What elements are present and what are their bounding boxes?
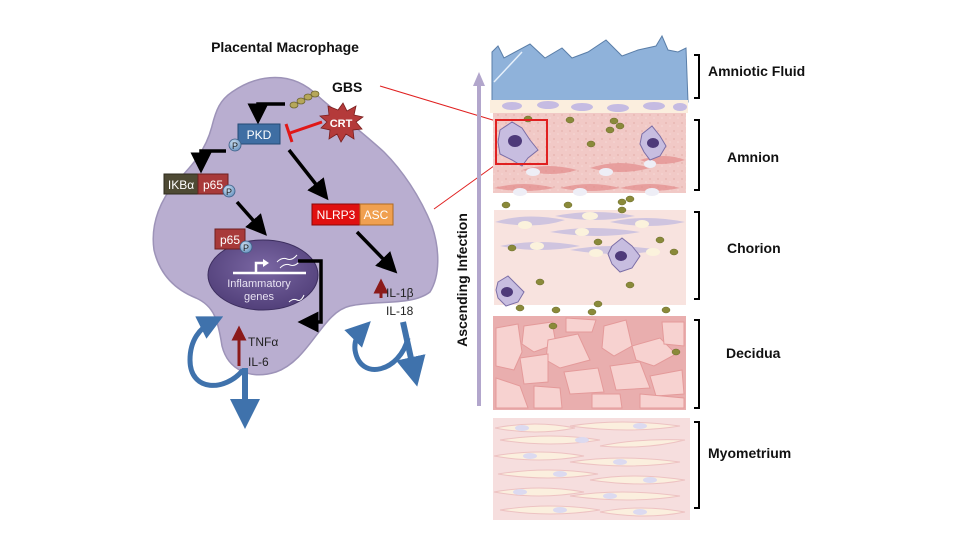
bracket-amniotic-fluid: [694, 54, 700, 99]
decidua-cells: [495, 317, 685, 409]
zoom-connector-bottom: [433, 162, 499, 210]
cytokine-il6: IL-6: [248, 355, 269, 369]
p65-complex-label: p65: [203, 178, 223, 192]
label-decidua: Decidua: [726, 345, 781, 361]
amnion-nuclei: [513, 160, 659, 196]
nuclear-p65-box: [214, 228, 246, 250]
zoom-connector-top: [379, 85, 497, 122]
label-myometrium: Myometrium: [708, 445, 791, 461]
autocrine-arrow-left-icon: [187, 316, 245, 388]
zoom-highlight-box: [495, 119, 548, 165]
asc-label: ASC: [364, 208, 389, 222]
macrophage-title: Placental Macrophage: [211, 39, 359, 55]
secretion-arrow-right-icon: [396, 321, 426, 387]
tissue-macrophage-chorion-1: [607, 237, 641, 273]
phospho-p65-icon: [222, 184, 236, 198]
arrow-pkd-to-nlrp3: [287, 148, 329, 201]
label-amniotic-fluid: Amniotic Fluid: [708, 63, 805, 79]
ikb-label: IKBα: [168, 178, 194, 192]
tissue-macrophage-amnion-2: [639, 125, 667, 161]
nucleus-label-1: Inflammatory: [227, 278, 291, 290]
nuclear-p65-label: p65: [220, 233, 240, 247]
bracket-amnion: [694, 119, 700, 191]
nlrp3-label: NLRP3: [317, 208, 356, 222]
tissue-macrophage-amnion-1: [497, 121, 539, 167]
epithelial-cells: [502, 101, 687, 112]
phospho-pkd-label: P: [232, 141, 238, 151]
ascending-arrowhead-icon: [473, 72, 485, 86]
label-amnion: Amnion: [727, 149, 779, 165]
transcription-start-icon: [254, 261, 264, 273]
phospho-pkd-icon: [228, 138, 242, 152]
bracket-myometrium: [694, 421, 700, 509]
bracket-chorion: [694, 211, 700, 300]
tissue-gbs-bacteria: [501, 115, 681, 356]
cytokine-il18: IL-18: [386, 304, 414, 318]
inhibition-bar: [284, 123, 294, 143]
cytokine-il1b: IL-1β: [386, 286, 414, 300]
chorion-trophoblasts: [495, 212, 685, 254]
tissue-macrophage-chorion-2: [495, 275, 525, 307]
nucleus: [207, 239, 319, 311]
layer-amniotic-fluid: [491, 34, 689, 103]
mrna-icon-2: [288, 294, 305, 303]
label-chorion: Chorion: [727, 240, 781, 256]
autocrine-arrow-right-icon: [344, 321, 411, 372]
ascending-infection-label: Ascending Infection: [454, 213, 470, 347]
phospho-nuclear-label: P: [243, 243, 249, 253]
asc-box: [359, 203, 394, 226]
cytokine-tnfa: TNFα: [248, 335, 278, 349]
mrna-icon: [276, 254, 301, 269]
myometrium-nuclei: [513, 423, 657, 515]
macrophage-cell-body: [152, 76, 439, 376]
transcription-arrowhead: [263, 259, 269, 267]
gbs-label: GBS: [332, 79, 362, 95]
arrow-gbs-to-pkd: [247, 102, 285, 125]
arrow-nlrp3-to-il1b: [355, 230, 398, 274]
pkd-box: [237, 123, 281, 145]
layer-myometrium: [493, 418, 690, 520]
nucleus-label-2: genes: [244, 291, 274, 303]
crt-label: CRT: [330, 118, 353, 130]
arrow-nucleus-to-cytokines: [297, 259, 323, 333]
arrow-pkd-to-ikb: [190, 149, 226, 174]
arrow-p65-to-nucleus: [235, 200, 267, 236]
phospho-p65-label: P: [226, 187, 232, 197]
inhibition-crt-pkd: [289, 120, 323, 135]
fluid-highlight: [493, 51, 523, 83]
bracket-decidua: [694, 319, 700, 409]
p65-complex-box: [197, 173, 229, 195]
phospho-nuclear-icon: [239, 240, 253, 254]
chorion-nuclei: [518, 212, 660, 257]
gbs-bacteria-icon: [289, 90, 320, 109]
crt-starburst-icon: [319, 102, 364, 143]
pkd-label: PKD: [247, 128, 272, 142]
